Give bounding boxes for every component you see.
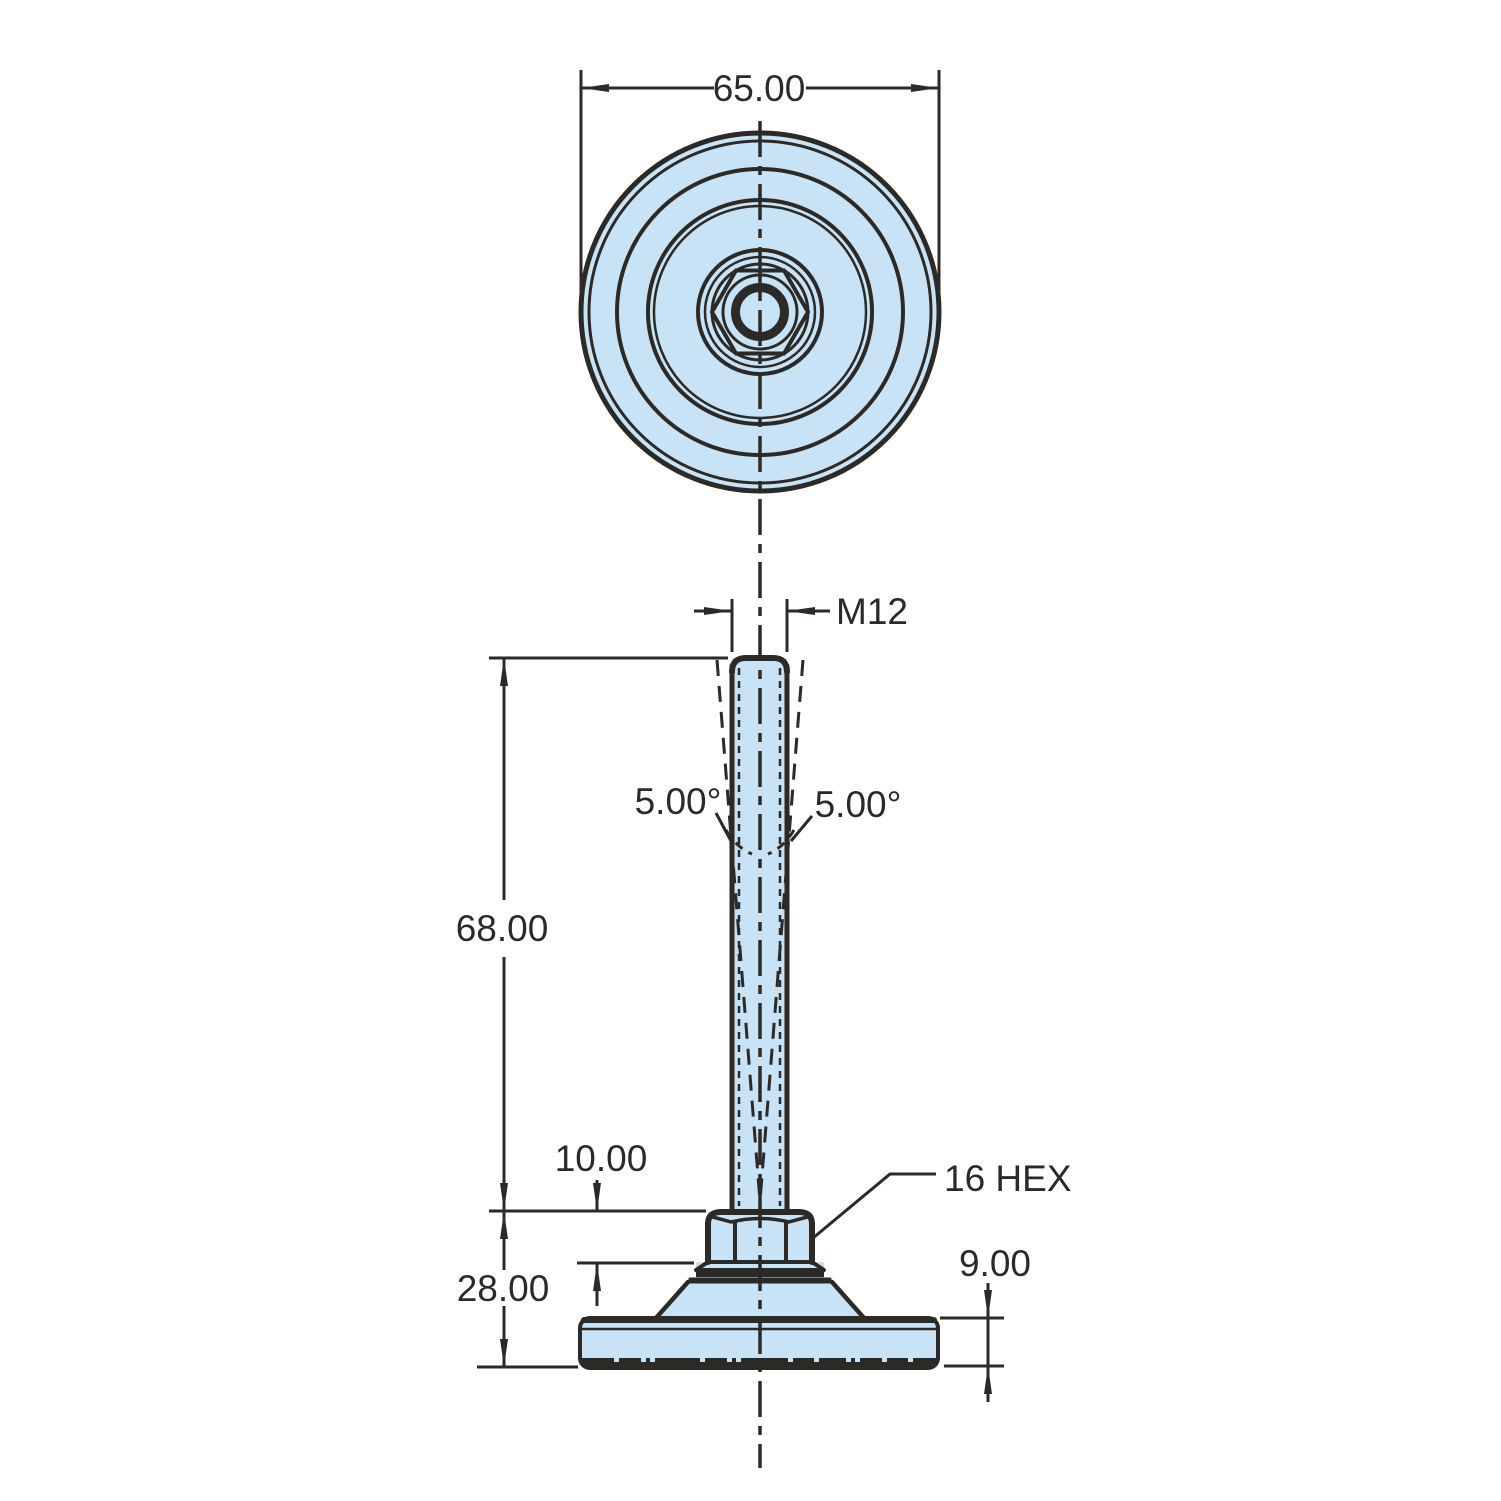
leader-hex-spec xyxy=(812,1172,936,1240)
front-view-fills xyxy=(580,658,938,1368)
leader-line xyxy=(714,812,733,842)
pad-notch xyxy=(614,1358,619,1362)
dim-plate-thickness-label: 9.00 xyxy=(959,1243,1031,1284)
arrowhead xyxy=(500,658,508,686)
tilt-axis-left xyxy=(715,659,762,1197)
rubber-pad-notches xyxy=(614,1358,913,1362)
pad-notch xyxy=(908,1358,913,1362)
rubber-pad-band xyxy=(581,1358,937,1366)
arrowhead xyxy=(984,1366,992,1394)
leader-hex-spec-label: 16 HEX xyxy=(944,1158,1072,1199)
pad-notch xyxy=(882,1358,887,1362)
arrowhead xyxy=(984,1290,992,1318)
tilt-angle-left-label: 5.00° xyxy=(635,781,722,822)
pad-notch xyxy=(650,1358,655,1362)
arrowhead xyxy=(593,1263,601,1291)
cone-fill xyxy=(656,1281,864,1318)
dim-thread-size-label: M12 xyxy=(836,591,908,632)
pad-notch xyxy=(788,1358,793,1362)
dim-base-diameter-label: 65.00 xyxy=(713,68,806,109)
arrowhead xyxy=(581,84,609,92)
leader-line xyxy=(812,1172,936,1240)
tilt-angle-leaders xyxy=(714,812,814,842)
pad-notch xyxy=(727,1358,732,1362)
cone-left-edge xyxy=(653,1279,691,1321)
pad-notch xyxy=(846,1358,851,1362)
tilt-axis-right xyxy=(758,659,805,1197)
pad-notch xyxy=(641,1358,646,1362)
arrowhead xyxy=(500,1339,508,1367)
pad-notch xyxy=(814,1358,819,1362)
pad-notch xyxy=(700,1358,705,1362)
arrowhead xyxy=(500,1183,508,1211)
dim-hex-height xyxy=(577,1180,694,1306)
center-and-phantom-lines xyxy=(715,121,805,1468)
dim-thread-size xyxy=(694,599,830,652)
arrowhead xyxy=(813,1216,838,1238)
cone-right-edge xyxy=(829,1279,867,1321)
dim-stud-length-label: 68.00 xyxy=(456,908,549,949)
dim-stud-length xyxy=(489,656,728,1213)
tilt-angle-right-label: 5.00° xyxy=(815,784,902,825)
arrowhead xyxy=(787,607,815,615)
pad-notch xyxy=(736,1358,741,1362)
arrowhead xyxy=(500,1211,508,1239)
arrowhead xyxy=(704,607,732,615)
arrowhead xyxy=(593,1183,601,1211)
tilt-arc-right xyxy=(767,829,796,856)
pad-notch xyxy=(855,1358,860,1362)
dim-base-diameter xyxy=(579,70,941,310)
dim-hex-height-label: 10.00 xyxy=(555,1138,648,1179)
dim-plate-thickness xyxy=(940,1283,1004,1402)
dim-base-height xyxy=(477,1211,578,1369)
leader-line xyxy=(789,815,814,842)
arrowhead xyxy=(911,84,939,92)
dim-base-height-label: 28.00 xyxy=(457,1268,550,1309)
hex-nut-top xyxy=(709,268,811,356)
